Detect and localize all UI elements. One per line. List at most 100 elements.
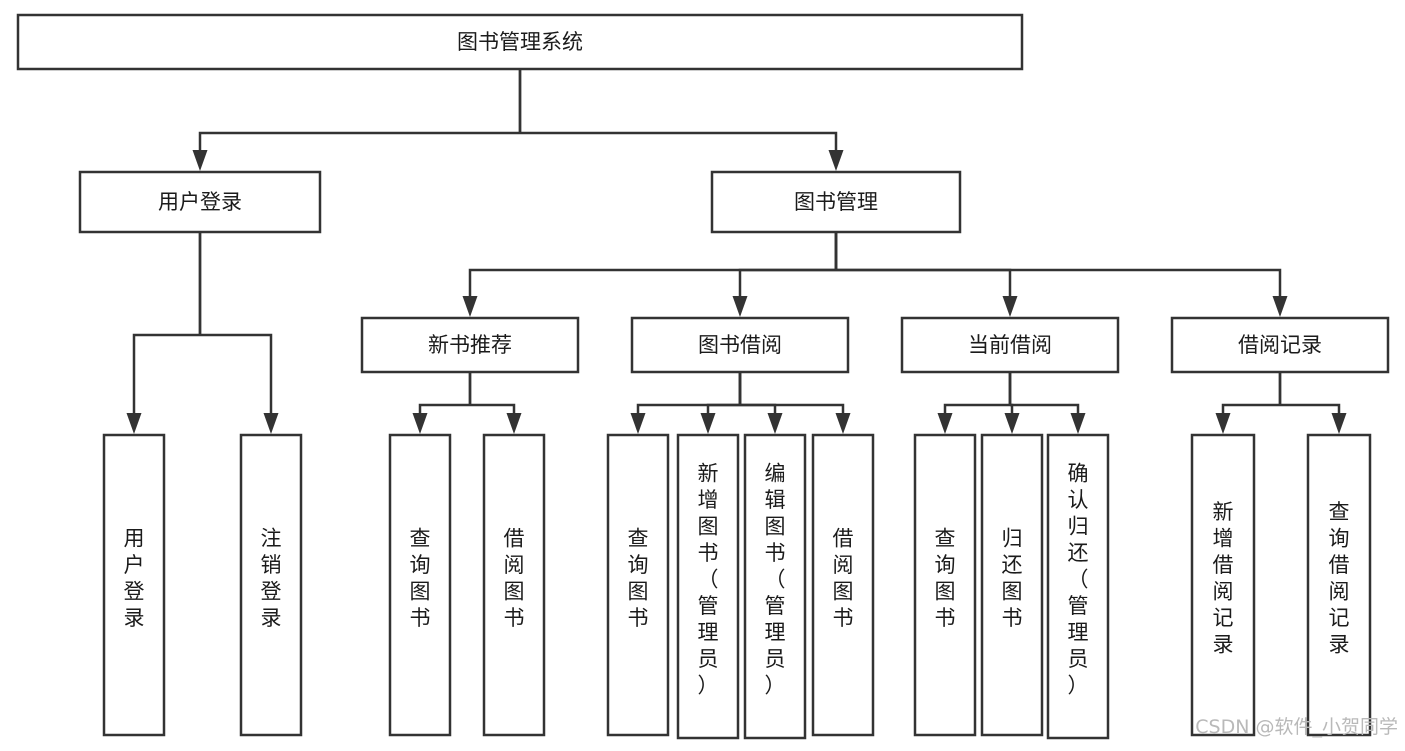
connector-root-to-user-login [192, 69, 522, 171]
node-leaf-logout[interactable]: 注销登录 [239, 433, 303, 737]
node-leaf-borrow-book-new[interactable]: 借阅图书 [482, 433, 546, 737]
node-box-leaf-borrow-book[interactable] [811, 433, 875, 737]
node-box-book-borrow[interactable] [630, 316, 850, 374]
node-box-user-login[interactable] [78, 170, 322, 234]
node-label-leaf-query-book-new: 查询图书 [410, 526, 431, 630]
node-label-book-borrow: 图书借阅 [698, 333, 782, 357]
node-label-leaf-confirm-return-admin: 确认归还（管理员） [1068, 462, 1089, 698]
node-leaf-query-borrow-record[interactable]: 查询借阅记录 [1306, 433, 1372, 737]
connector-current-borrow-to-leaf-query-book-current [937, 372, 1012, 434]
node-box-leaf-add-borrow-record[interactable] [1190, 433, 1256, 737]
connector-branch [943, 403, 1010, 413]
connector-branch [468, 268, 836, 296]
node-box-root[interactable] [16, 13, 1024, 71]
node-box-leaf-query-borrow-record[interactable] [1306, 433, 1372, 737]
node-box-new-book-recommend[interactable] [360, 316, 580, 374]
arrow-head-icon [126, 413, 142, 434]
node-leaf-query-book-current[interactable]: 查询图书 [913, 433, 977, 737]
node-borrow-record[interactable]: 借阅记录 [1170, 316, 1390, 374]
connector-branch [740, 403, 845, 413]
node-label-leaf-logout: 注销登录 [261, 526, 282, 630]
arrow-head-icon [630, 413, 646, 434]
node-box-leaf-edit-book-admin[interactable] [743, 433, 807, 740]
node-box-leaf-borrow-book-new[interactable] [482, 433, 546, 737]
node-leaf-return-book[interactable]: 归还图书 [980, 433, 1044, 737]
node-box-leaf-add-book-admin[interactable] [676, 433, 740, 740]
connector-branch [1280, 403, 1341, 413]
connector-user-login-to-leaf-user-login [126, 232, 202, 434]
arrow-head-icon [1002, 296, 1018, 317]
arrow-head-icon [732, 296, 748, 317]
connector-branch [636, 403, 740, 413]
node-label-new-book-recommend: 新书推荐 [428, 333, 512, 357]
node-label-leaf-add-borrow-record: 新增借阅记录 [1213, 500, 1234, 657]
node-label-leaf-borrow-book-new: 借阅图书 [504, 526, 525, 630]
node-label-leaf-borrow-book: 借阅图书 [833, 526, 854, 630]
node-box-leaf-user-login[interactable] [102, 433, 166, 737]
node-label-leaf-add-book-admin: 新增图书（管理员） [698, 462, 719, 698]
node-label-leaf-edit-book-admin: 编辑图书（管理员） [765, 462, 786, 698]
node-leaf-query-book-new[interactable]: 查询图书 [388, 433, 452, 737]
connector-branch [470, 403, 516, 413]
node-label-book-management: 图书管理 [794, 190, 878, 214]
node-label-leaf-query-book-current: 查询图书 [935, 526, 956, 630]
arrow-head-icon [937, 413, 953, 434]
node-book-borrow[interactable]: 图书借阅 [630, 316, 850, 374]
connector-branch [836, 268, 1012, 296]
node-box-leaf-query-book-new[interactable] [388, 433, 452, 737]
connector-user-login-to-leaf-logout [198, 232, 279, 434]
node-box-leaf-confirm-return-admin[interactable] [1046, 433, 1110, 740]
arrow-head-icon [828, 150, 844, 171]
node-leaf-confirm-return-admin[interactable]: 确认归还（管理员） [1046, 433, 1110, 740]
arrow-head-icon [835, 413, 851, 434]
node-leaf-query-book-borrow[interactable]: 查询图书 [606, 433, 670, 737]
arrow-head-icon [1070, 413, 1086, 434]
node-box-borrow-record[interactable] [1170, 316, 1390, 374]
arrow-head-icon [192, 150, 208, 171]
node-box-leaf-query-book-current[interactable] [913, 433, 977, 737]
connector-branch [418, 403, 470, 413]
node-leaf-add-borrow-record[interactable]: 新增借阅记录 [1190, 433, 1256, 737]
arrow-head-icon [1215, 413, 1231, 434]
arrow-head-icon [263, 413, 279, 434]
arrow-head-icon [700, 413, 716, 434]
connector-book-borrow-to-leaf-add-book-admin [700, 372, 742, 434]
node-user-login[interactable]: 用户登录 [78, 170, 322, 234]
nodes-layer: 图书管理系统用户登录图书管理新书推荐图书借阅当前借阅借阅记录用户登录注销登录查询… [16, 13, 1390, 740]
arrow-head-icon [462, 296, 478, 317]
csdn-watermark: CSDN @软件_小贺同学 [1195, 716, 1398, 738]
connector-branch [1221, 403, 1280, 413]
node-label-leaf-return-book: 归还图书 [1002, 526, 1023, 630]
connector-branch [132, 333, 200, 413]
node-box-leaf-return-book[interactable] [980, 433, 1044, 737]
node-label-borrow-record: 借阅记录 [1238, 333, 1322, 357]
connector-book-management-to-new-book-recommend [462, 232, 838, 317]
connector-branch [520, 131, 838, 150]
node-leaf-edit-book-admin[interactable]: 编辑图书（管理员） [743, 433, 807, 740]
node-book-management[interactable]: 图书管理 [710, 170, 962, 234]
connector-book-management-to-current-borrow [834, 232, 1018, 317]
node-box-book-management[interactable] [710, 170, 962, 234]
node-new-book-recommend[interactable]: 新书推荐 [360, 316, 580, 374]
node-leaf-user-login[interactable]: 用户登录 [102, 433, 166, 737]
node-root[interactable]: 图书管理系统 [16, 13, 1024, 71]
node-label-leaf-user-login: 用户登录 [124, 526, 145, 630]
node-box-leaf-query-book-borrow[interactable] [606, 433, 670, 737]
connector-borrow-record-to-leaf-add-borrow-record [1215, 372, 1282, 434]
connector-borrow-record-to-leaf-query-borrow-record [1278, 372, 1347, 434]
connector-new-book-recommend-to-leaf-query-book-new [412, 372, 472, 434]
connector-current-borrow-to-leaf-return-book [1004, 372, 1020, 434]
node-leaf-borrow-book[interactable]: 借阅图书 [811, 433, 875, 737]
node-box-current-borrow[interactable] [900, 316, 1120, 374]
node-leaf-add-book-admin[interactable]: 新增图书（管理员） [676, 433, 740, 740]
connector-book-borrow-to-leaf-edit-book-admin [738, 372, 783, 434]
connector-new-book-recommend-to-leaf-borrow-book-new [468, 372, 522, 434]
connector-root-to-book-management [518, 69, 844, 171]
node-label-user-login: 用户登录 [158, 190, 242, 214]
node-box-leaf-logout[interactable] [239, 433, 303, 737]
arrow-head-icon [1004, 413, 1020, 434]
node-current-borrow[interactable]: 当前借阅 [900, 316, 1120, 374]
connectors-layer [126, 69, 1347, 434]
